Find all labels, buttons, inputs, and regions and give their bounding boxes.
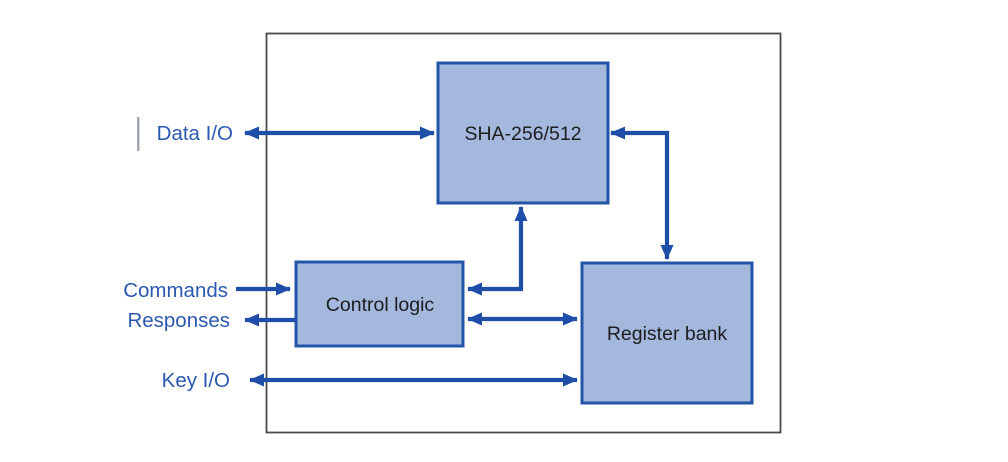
text-caret [137,117,140,151]
sha-block-rect [436,61,610,205]
sha-block-label: SHA-256/512 [464,123,581,145]
responses-label: Responses [127,309,230,332]
register-bank-label: Register bank [607,323,728,345]
register-bank-rect [580,261,754,405]
data-io-label: Data I/O [157,122,233,145]
sha-block: SHA-256/512 [436,61,610,205]
register-bank-block: Register bank [580,261,754,405]
control-logic-block: Control logic [294,260,465,348]
control-logic-label: Control logic [326,294,435,316]
chip-boundary-frame [265,32,782,434]
key-io-label: Key I/O [162,369,230,392]
control-to-sha-arrow [467,206,528,296]
sha-to-register-arrow [610,126,674,260]
commands-label: Commands [123,279,228,302]
control-logic-rect [294,260,465,348]
